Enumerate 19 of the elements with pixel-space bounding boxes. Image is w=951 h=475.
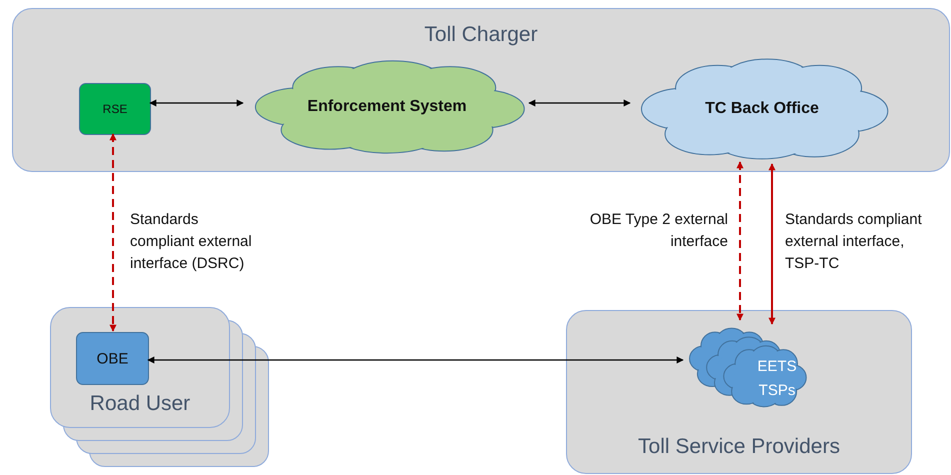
group-panel xyxy=(566,310,912,474)
group-panel xyxy=(50,307,230,428)
node-label: OBE xyxy=(96,350,130,367)
device-box xyxy=(76,332,149,385)
connector-arrow xyxy=(147,356,684,364)
node-label: Enforcement System xyxy=(306,98,468,116)
group-title: Toll Charger xyxy=(423,23,539,47)
group-panel xyxy=(12,8,950,172)
device-box xyxy=(79,83,151,135)
connector-arrow xyxy=(110,133,116,332)
group-title: Toll Service Providers xyxy=(637,435,841,459)
connector-arrow xyxy=(149,100,244,106)
node-label: EETS TSPs xyxy=(756,357,798,401)
connector-arrow xyxy=(736,161,744,321)
connector-arrow xyxy=(528,100,631,106)
connector-arrow xyxy=(768,163,776,325)
group-title: Road User xyxy=(88,392,192,416)
node-label: RSE xyxy=(102,102,128,116)
node-label: TC Back Office xyxy=(704,100,820,118)
